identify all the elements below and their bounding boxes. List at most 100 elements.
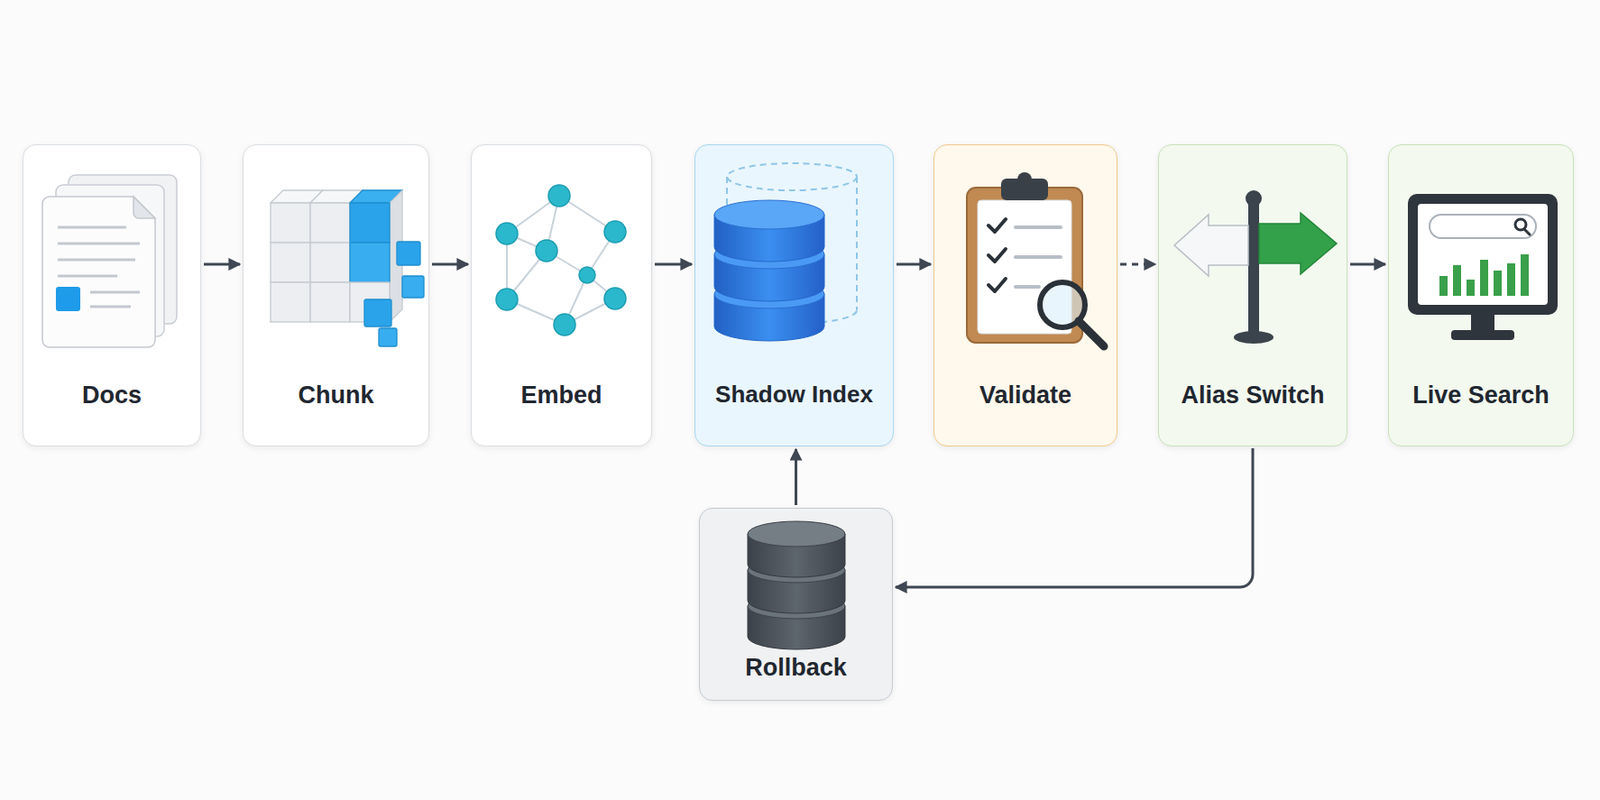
checklist-icon <box>988 219 1006 292</box>
shadow-database-icon <box>714 279 825 309</box>
node-label: Docs <box>82 381 142 410</box>
rollback-database-icon <box>747 533 846 578</box>
flow-arrow <box>1120 263 1156 267</box>
monitor-icon <box>1439 254 1529 296</box>
document-stack-icon <box>90 291 140 295</box>
embedding-graph-icon <box>535 239 558 262</box>
checklist-icon <box>1015 227 1061 287</box>
monitor-icon <box>1480 259 1489 296</box>
chunk-cube-icon <box>270 202 311 243</box>
document-stack-icon <box>57 226 127 230</box>
monitor-icon <box>1515 219 1527 230</box>
checklist-icon <box>988 278 1006 292</box>
node-label: Embed <box>520 381 602 410</box>
node-label: Shadow Index <box>715 381 874 409</box>
monitor-icon <box>1407 193 1558 315</box>
chunk-cube-icon <box>349 282 390 322</box>
embedding-graph-icon <box>564 275 588 325</box>
node-label: Alias Switch <box>1180 381 1325 410</box>
flow-arrow <box>203 263 240 267</box>
chunk-cube-icon <box>270 190 323 203</box>
node-label: Live Search <box>1412 381 1550 410</box>
embedding-graph-icon <box>553 313 576 336</box>
embedding-graph-icon <box>506 195 616 325</box>
chunk-cube-icon <box>402 275 424 298</box>
checklist-icon <box>977 200 1072 334</box>
monitor-icon <box>1520 254 1529 296</box>
flow-arrow <box>794 449 798 506</box>
document-stack-icon <box>133 196 156 219</box>
document-stack-icon <box>55 184 165 337</box>
check-box: Validate <box>933 144 1118 447</box>
embedding-graph-icon <box>546 195 560 251</box>
chunk-cube-icon <box>389 190 403 322</box>
embedding-graph-icon <box>506 250 547 300</box>
embedding-graph-icon <box>546 250 588 276</box>
checklist-icon <box>1078 321 1104 347</box>
checklist-icon <box>1015 255 1061 259</box>
signpost-icon <box>1174 190 1337 344</box>
storage-box: Rollback <box>698 507 893 701</box>
chunk-cube-icon <box>310 190 363 203</box>
monitor-icon <box>1493 270 1502 296</box>
node-label: Rollback <box>744 653 847 682</box>
document-stack-icon <box>55 286 81 312</box>
shadow-database-icon <box>714 239 825 269</box>
monitor-icon <box>1471 311 1495 333</box>
flow-arrow <box>432 263 469 267</box>
monitor-icon <box>1429 214 1536 239</box>
chunk-cube-icon <box>349 190 403 203</box>
storage-box: Shadow Index <box>694 144 894 447</box>
shadow-database-icon <box>714 200 825 230</box>
embedding-graph-icon <box>548 184 571 207</box>
rollback-database-icon <box>747 593 846 619</box>
embedding-graph-icon <box>496 222 518 245</box>
document-stack-icon <box>57 258 136 262</box>
embedding-graph-icon <box>587 275 616 299</box>
chunk-cube-icon <box>270 282 311 322</box>
flow-arrow <box>654 263 692 267</box>
rollback-database-icon <box>747 521 846 547</box>
chunk-cube-icon <box>349 242 390 283</box>
checklist-icon <box>1039 282 1086 328</box>
process-box: Docs <box>22 144 202 447</box>
rollback-database-icon <box>747 606 846 650</box>
rollback-database-icon <box>747 521 846 650</box>
chunk-cube-icon <box>310 242 350 283</box>
process-box: Embed <box>470 144 653 447</box>
embedding-graph-icon <box>496 288 518 311</box>
checklist-icon <box>1017 172 1032 187</box>
embedding-graph-icon <box>564 298 616 325</box>
flow-arrow <box>896 263 931 267</box>
rollback-database-icon <box>747 570 846 614</box>
node-label: Validate <box>979 381 1072 410</box>
chunk-cube-icon <box>396 241 421 266</box>
document-stack-icon <box>42 196 156 348</box>
embedding-graph-icon <box>506 233 547 251</box>
document-stack-icon <box>90 305 131 309</box>
shadow-database-icon <box>714 254 825 302</box>
shadow-database-icon <box>855 176 858 311</box>
monitor-icon <box>1452 265 1462 296</box>
checklist-icon <box>1001 178 1049 201</box>
output-box: Live Search <box>1388 144 1574 447</box>
embedding-graph-icon <box>579 266 596 284</box>
document-stack-icon <box>57 275 118 278</box>
shadow-database-icon <box>714 214 825 262</box>
monitor-icon <box>1507 263 1516 296</box>
checklist-icon <box>1015 225 1061 230</box>
shadow-database-icon <box>726 163 857 324</box>
checklist-icon <box>1015 285 1040 289</box>
embedding-graph-icon <box>506 299 565 325</box>
chunk-cube-icon <box>310 202 350 243</box>
chunk-cube-icon <box>270 242 311 283</box>
signpost-icon <box>1245 190 1262 207</box>
document-stack-icon <box>42 174 177 348</box>
monitor-icon <box>1417 203 1548 305</box>
embedding-graph-icon <box>496 184 626 336</box>
embedding-graph-icon <box>559 195 616 232</box>
node-label: Chunk <box>298 381 375 410</box>
switch-box: Alias Switch <box>1158 144 1348 447</box>
